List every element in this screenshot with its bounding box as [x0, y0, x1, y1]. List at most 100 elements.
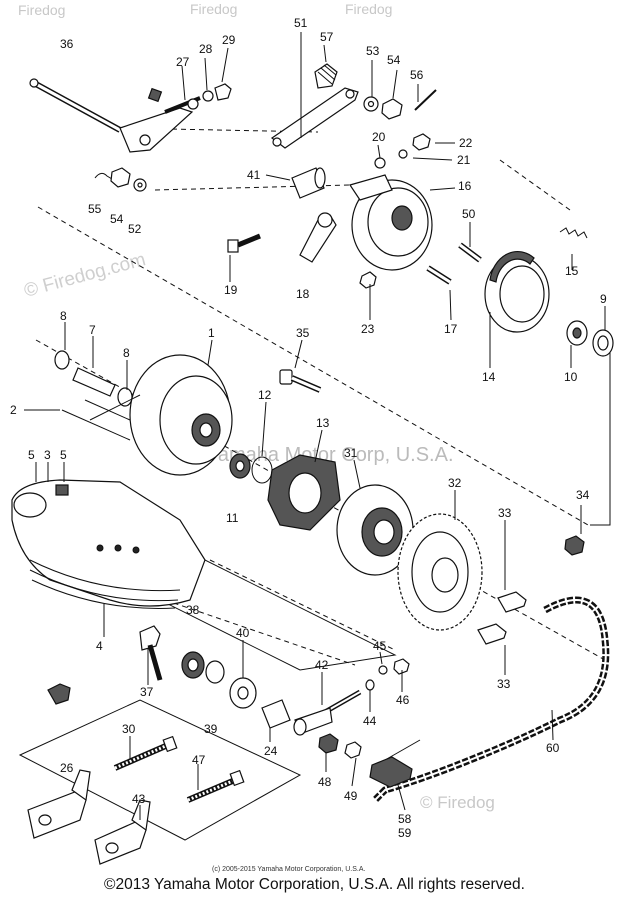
callout-14: 14 [482, 370, 496, 384]
callout-22: 22 [459, 136, 473, 150]
watermark-company: Yamaha Motor Corp, U.S.A. [206, 444, 454, 466]
callout-55: 55 [88, 202, 102, 216]
adjuster-arm [119, 83, 232, 153]
callout-33-bottom: 33 [497, 677, 511, 691]
callout-2: 2 [10, 403, 17, 417]
callout-21: 21 [457, 153, 471, 167]
sleeve-41 [291, 167, 326, 199]
drive-chain-60 [372, 596, 610, 803]
callout-31: 31 [344, 446, 358, 460]
callout-7: 7 [89, 323, 96, 337]
callout-27: 27 [176, 55, 190, 69]
chain-case-4 [11, 479, 206, 609]
master-link [369, 756, 413, 788]
hardware-top-right [363, 89, 437, 169]
callout-13: 13 [316, 416, 330, 430]
torque-arm-51 [270, 63, 359, 149]
shoe-pins [426, 242, 482, 285]
adjuster-bolt-42 [293, 658, 410, 759]
callout-60: 60 [546, 741, 560, 755]
bearing-seal-right [566, 320, 614, 357]
callout-47: 47 [192, 753, 206, 767]
nut-group-left [94, 167, 147, 192]
callout-36: 36 [60, 37, 74, 51]
bolt-35 [279, 369, 322, 393]
watermark-top-left: Firedog [18, 2, 65, 18]
brake-cam-lever [227, 212, 377, 289]
callout-45: 45 [373, 639, 387, 653]
callout-28: 28 [199, 42, 213, 56]
damper-13 [267, 454, 341, 531]
callout-50: 50 [462, 207, 476, 221]
callout-40: 40 [236, 626, 250, 640]
nut-34 [564, 535, 585, 556]
callout-35: 35 [296, 326, 310, 340]
watermark-brand: © Firedog.com [22, 249, 148, 302]
callout-8-top: 8 [60, 309, 67, 323]
callout-56: 56 [410, 68, 424, 82]
callout-19: 19 [224, 283, 238, 297]
spring-15 [559, 227, 588, 239]
grommet-small [47, 683, 71, 705]
callout-57: 57 [320, 30, 334, 44]
callout-52: 52 [128, 222, 142, 236]
callout-43: 43 [132, 792, 146, 806]
axle-36 [29, 78, 122, 133]
callout-15: 15 [565, 264, 579, 278]
callout-23: 23 [361, 322, 375, 336]
lower-axle-parts [139, 625, 291, 729]
callout-24: 24 [264, 744, 278, 758]
callout-58: 58 [398, 812, 412, 826]
callout-54-left: 54 [110, 212, 124, 226]
callout-labels: 36 27 28 29 51 57 53 54 56 20 22 21 41 1… [10, 16, 607, 840]
watermarks: Firedog Firedog Firedog © Firedog.com Ya… [18, 1, 495, 812]
callout-41: 41 [247, 168, 261, 182]
sprocket-32 [397, 513, 483, 631]
callout-1: 1 [208, 326, 215, 340]
diagram-credit: (c) 2005-2015 Yamaha Motor Corporation, … [212, 866, 365, 873]
axle-spacer-left [54, 350, 133, 407]
callout-10: 10 [564, 370, 578, 384]
callout-11: 11 [226, 511, 239, 525]
callout-4: 4 [96, 639, 103, 653]
watermark-top-center: Firedog [190, 1, 237, 17]
callout-59: 59 [398, 826, 412, 840]
callout-42: 42 [315, 658, 329, 672]
callout-33-top: 33 [498, 506, 512, 520]
bracket-bolts [113, 735, 245, 803]
callout-18: 18 [296, 287, 310, 301]
callout-44: 44 [363, 714, 377, 728]
watermark-bottom: © Firedog [420, 793, 495, 812]
brackets [27, 769, 151, 865]
callout-20: 20 [372, 130, 386, 144]
callout-9: 9 [600, 292, 607, 306]
callout-37: 37 [140, 685, 154, 699]
leader-lines [24, 32, 606, 820]
callout-29: 29 [222, 33, 236, 47]
callout-5-right: 5 [60, 448, 67, 462]
callout-53: 53 [366, 44, 380, 58]
callout-48: 48 [318, 775, 332, 789]
callout-51: 51 [294, 16, 308, 30]
callout-26: 26 [60, 761, 74, 775]
rear-hub-1 [61, 354, 233, 476]
callout-8-mid: 8 [123, 346, 130, 360]
brake-plate-16 [349, 174, 433, 271]
callout-46: 46 [396, 693, 410, 707]
watermark-top-right: Firedog [345, 1, 392, 17]
chain-joint-plates [477, 591, 527, 645]
callout-54-top: 54 [387, 53, 401, 67]
callout-16: 16 [458, 179, 472, 193]
copyright-footer: ©2013 Yamaha Motor Corporation, U.S.A. A… [104, 876, 525, 893]
callout-32: 32 [448, 476, 462, 490]
callout-30: 30 [122, 722, 136, 736]
callout-17: 17 [444, 322, 458, 336]
callout-34: 34 [576, 488, 590, 502]
callout-12: 12 [258, 388, 272, 402]
callout-3: 3 [44, 448, 51, 462]
callout-38: 38 [186, 603, 200, 617]
callout-5-left: 5 [28, 448, 35, 462]
brake-shoe-14 [484, 251, 550, 333]
callout-49: 49 [344, 789, 358, 803]
